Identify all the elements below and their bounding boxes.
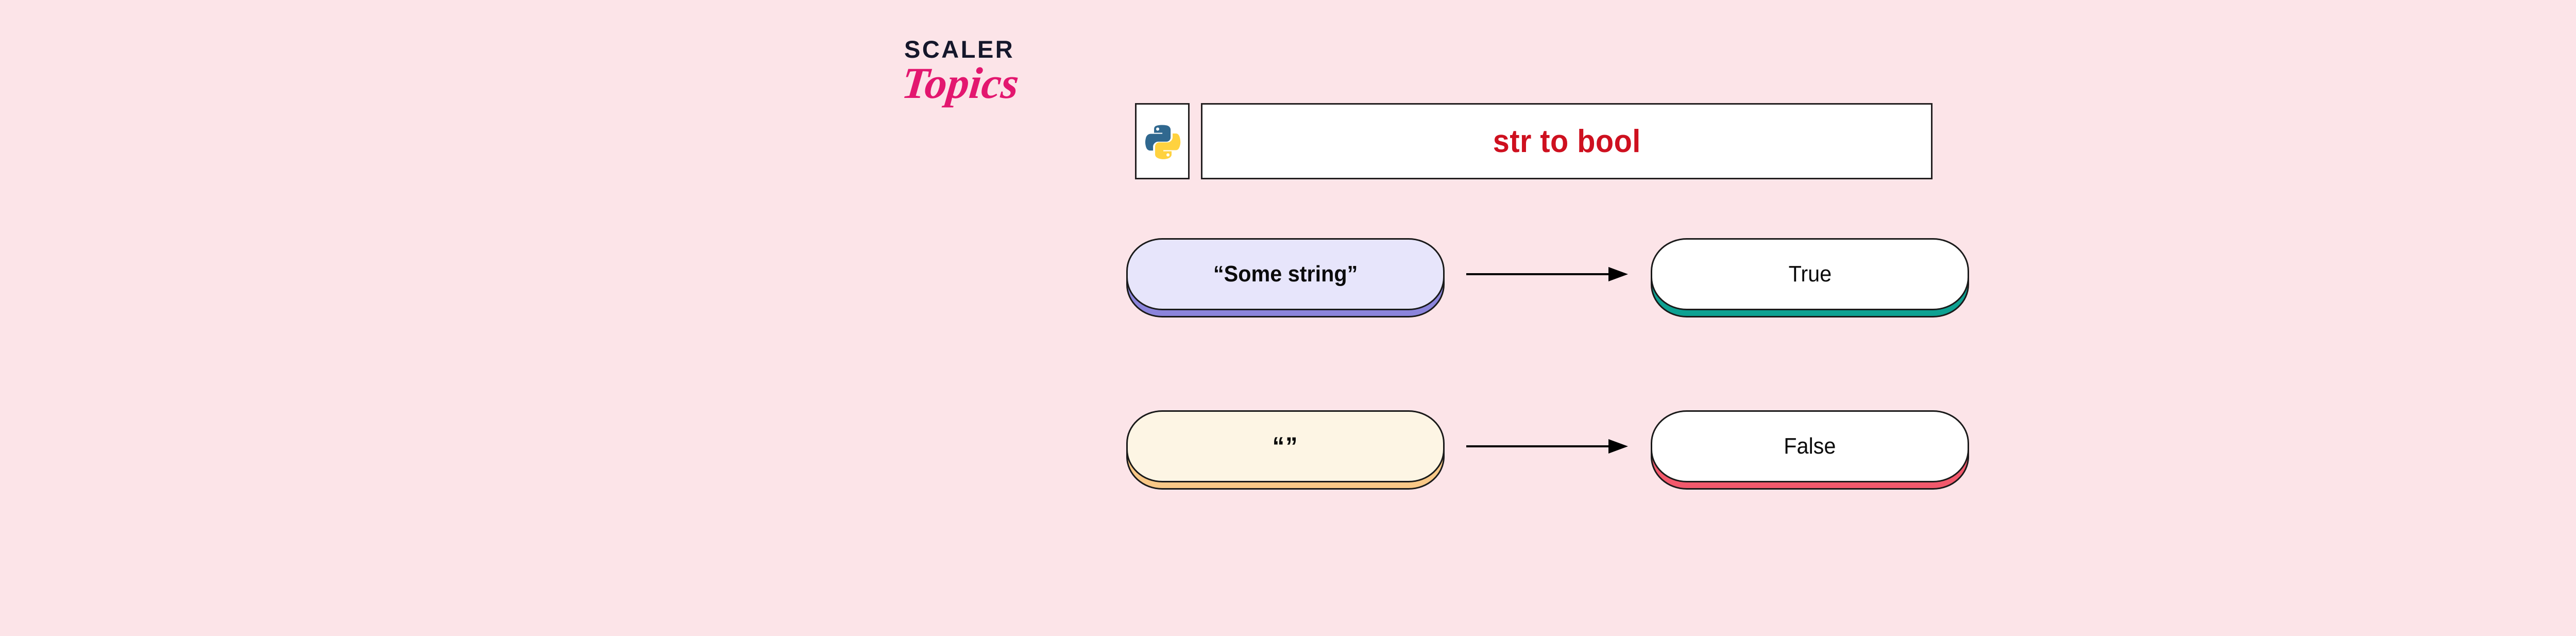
node-true[interactable]: True <box>1651 238 1969 317</box>
title-box: str to bool <box>1201 103 1933 179</box>
node-false[interactable]: False <box>1651 410 1969 490</box>
node-face: “Some string” <box>1126 238 1445 310</box>
node-label: “” <box>1272 432 1299 461</box>
node-label: “Some string” <box>1213 261 1358 287</box>
brand-name-scaler: SCALER <box>904 36 1015 63</box>
page-title: str to bool <box>1493 123 1641 159</box>
python-logo-icon <box>1143 122 1181 160</box>
node-some-string[interactable]: “Some string” <box>1126 238 1445 317</box>
scaler-topics-logo: SCALER Topics <box>899 37 1038 156</box>
flow-row-falsy: “” False <box>1126 410 1969 490</box>
arrow-right-icon <box>1445 238 1651 310</box>
python-logo-box <box>1135 103 1190 179</box>
node-label: False <box>1784 433 1836 459</box>
node-face: “” <box>1126 410 1445 482</box>
flow-row-truthy: “Some string” True <box>1126 238 1969 317</box>
node-face: False <box>1651 410 1969 482</box>
header-row: str to bool <box>1135 103 1933 179</box>
arrow-right-icon <box>1445 410 1651 482</box>
node-empty-string[interactable]: “” <box>1126 410 1445 490</box>
node-face: True <box>1651 238 1969 310</box>
node-label: True <box>1788 261 1832 287</box>
brand-name-topics: Topics <box>900 58 1022 108</box>
